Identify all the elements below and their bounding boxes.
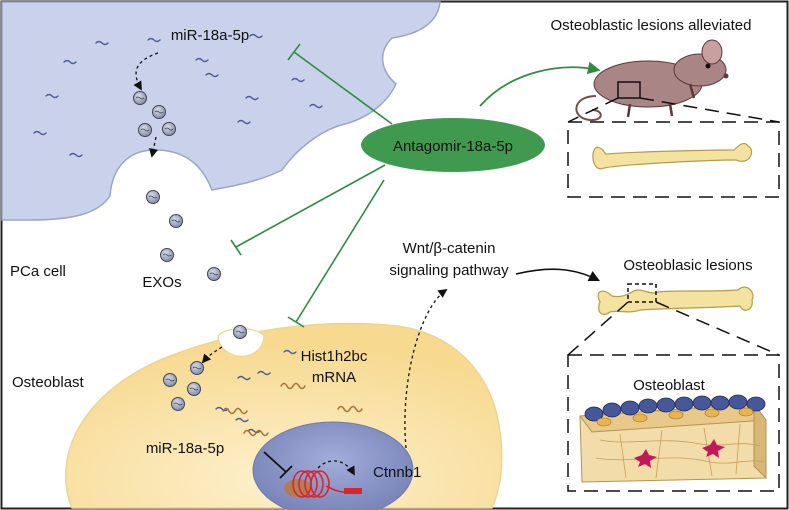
label-mrna: mRNA	[312, 369, 356, 386]
bone-icon-lesion	[597, 283, 754, 315]
inhibition-lines	[230, 43, 393, 328]
dashed-arrow-to-wnt	[404, 288, 448, 449]
dna-coil-icon	[284, 470, 362, 498]
label-ctnnb1: Ctnnb1	[373, 464, 421, 481]
antagomir-badge	[361, 118, 545, 172]
mouse-icon	[575, 39, 729, 122]
label-osteoblast-cell: Osteoblast	[12, 374, 85, 391]
label-lesions-alleviated: Osteoblastic lesions alleviated	[551, 17, 752, 34]
dashed-arrow-biogenesis	[133, 52, 159, 91]
mrna-squiggle-icon-group	[222, 382, 363, 437]
dashed-arrow-uptake	[201, 346, 223, 364]
arrow-to-mouse	[479, 61, 601, 107]
label-hist1h2bc: Hist1h2bc	[301, 348, 368, 365]
inset-box-healthy-bone	[567, 121, 780, 198]
zoom-lines-top	[567, 97, 780, 123]
inhibition-arrow-mir-dna	[263, 451, 293, 479]
label-exos: EXOs	[142, 274, 181, 291]
label-wnt-line1: Wnt/β-catenin	[403, 240, 496, 257]
mirna-squiggle-icon-osteoblast	[215, 349, 297, 434]
endocytosis-pit	[217, 327, 265, 357]
zoom-lines-bottom	[567, 301, 780, 356]
bone-icon-healthy	[592, 142, 753, 170]
bone-tissue-icon	[579, 394, 767, 483]
arrow-wnt-to-bone	[515, 268, 601, 282]
label-osteoblast-inset: Osteoblast	[633, 377, 706, 394]
label-antagomir: Antagomir-18a-5p	[393, 138, 513, 155]
exosome-icon-group	[133, 91, 247, 411]
label-pca-cell: PCa cell	[10, 263, 66, 280]
label-mirna-osteoblast: miR-18a-5p	[146, 440, 224, 457]
inset-box-osteoblast	[567, 354, 780, 492]
mirna-squiggle-icon-group	[33, 33, 323, 158]
label-wnt-line2: signaling pathway	[389, 262, 509, 279]
label-lesions: Osteoblasic lesions	[623, 257, 752, 274]
pca-cell	[1, 1, 441, 221]
label-mirna-pca: miR-18a-5p	[171, 27, 249, 44]
